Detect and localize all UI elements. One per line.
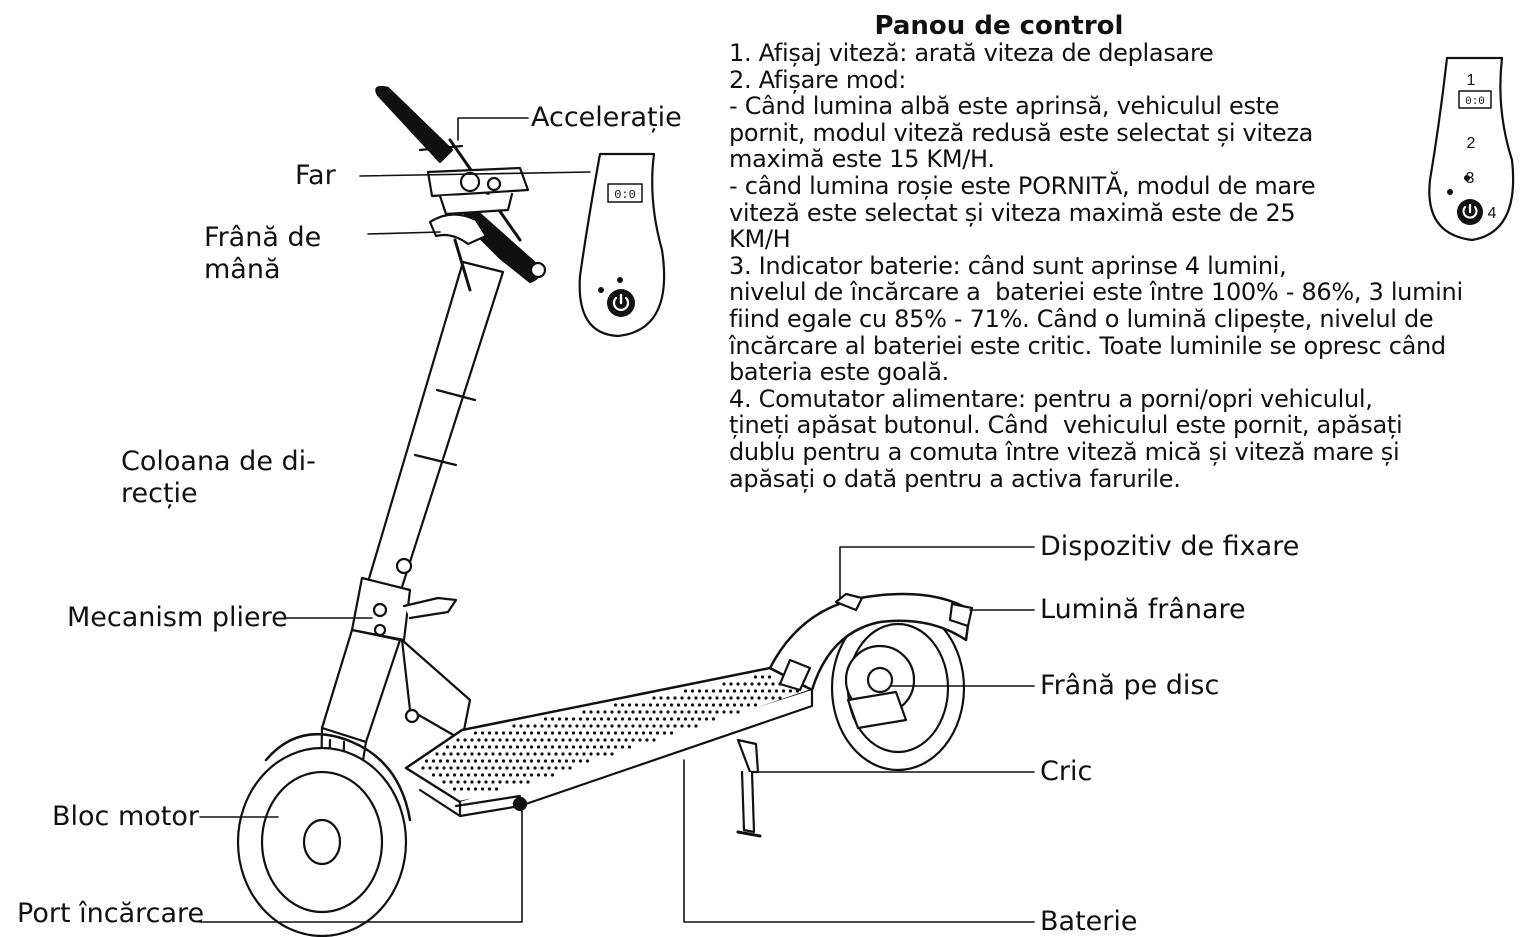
speed-readout-small: 0:0 [1465, 96, 1485, 108]
label-lumina-franare: Lumină frânare [1040, 594, 1246, 625]
panel-line: viteză este selectat și viteza maximă es… [729, 198, 1296, 227]
leader-lines [199, 117, 1035, 923]
panel-line: nivelul de încărcare a bateriei este înt… [729, 278, 1463, 307]
callout-2: 2 [1467, 135, 1476, 152]
power-icon [607, 289, 635, 317]
label-baterie: Baterie [1040, 906, 1138, 937]
callout-3: 3 [1466, 170, 1475, 187]
speed-readout-large: 0:0 [614, 188, 636, 202]
folding-mechanism [350, 557, 458, 642]
panel-line: dublu pentru a comuta între viteză mică … [729, 437, 1400, 466]
label-far: Far [295, 160, 336, 191]
panel-line: - Când lumina albă este aprinsă, vehicul… [729, 92, 1280, 121]
panel-line: KM/H [729, 225, 791, 254]
panel-line: 4. Comutator alimentare: pentru a porni/… [729, 384, 1373, 413]
label-mecanism-pliere: Mecanism pliere [67, 602, 288, 633]
label-bloc-motor: Bloc motor [52, 801, 199, 832]
steering-column [366, 260, 505, 592]
label-acceleratie: Accelerație [531, 102, 682, 133]
label-frana-mana-1: Frână de [204, 222, 322, 253]
panel-line: maximă este 15 KM/H. [729, 145, 995, 174]
label-coloana-2: recție [121, 478, 198, 509]
label-dispozitiv-fixare: Dispozitiv de fixare [1040, 531, 1300, 562]
panel-line: pornit, modul viteză redusă este selecta… [729, 118, 1314, 147]
kickstand [736, 738, 762, 838]
control-panel-description: Panou de control 1. Afișaj viteză: arată… [729, 12, 1529, 492]
callout-4: 4 [1488, 205, 1497, 222]
label-port-incarcare: Port încărcare [17, 898, 205, 929]
panel-line: 2. Afișare mod: [729, 65, 907, 94]
deck-grip [421, 675, 800, 791]
callout-1: 1 [1467, 72, 1476, 89]
label-frana-mana-2: mână [204, 254, 281, 285]
label-coloana-1: Coloana de di- [121, 446, 316, 477]
panel-line: fiind egale cu 85% - 71%. Când o lumină … [729, 304, 1434, 333]
panel-line: - când lumina roșie este PORNITĂ, modul … [729, 171, 1316, 200]
display-panel-small [1428, 56, 1515, 242]
label-cric: Cric [1040, 756, 1093, 787]
panel-line: 3. Indicator baterie: când sunt aprinse … [729, 251, 1287, 280]
panel-line: apăsați o dată pentru a activa farurile. [729, 464, 1181, 493]
panel-line: încărcare al bateriei este critic. Toate… [729, 331, 1446, 360]
display-panel-large [578, 152, 666, 338]
label-frana-disc: Frână pe disc [1040, 670, 1220, 701]
rear-assembly [768, 592, 974, 772]
panel-line: țineți apăsat butonul. Când vehiculul es… [729, 411, 1403, 440]
power-icon [1457, 199, 1483, 225]
panel-line: bateria este goală. [729, 358, 949, 387]
panel-title: Panou de control [874, 11, 1124, 41]
panel-line: 1. Afișaj viteză: arată viteza de deplas… [729, 39, 1214, 67]
front-wheel [236, 746, 408, 937]
